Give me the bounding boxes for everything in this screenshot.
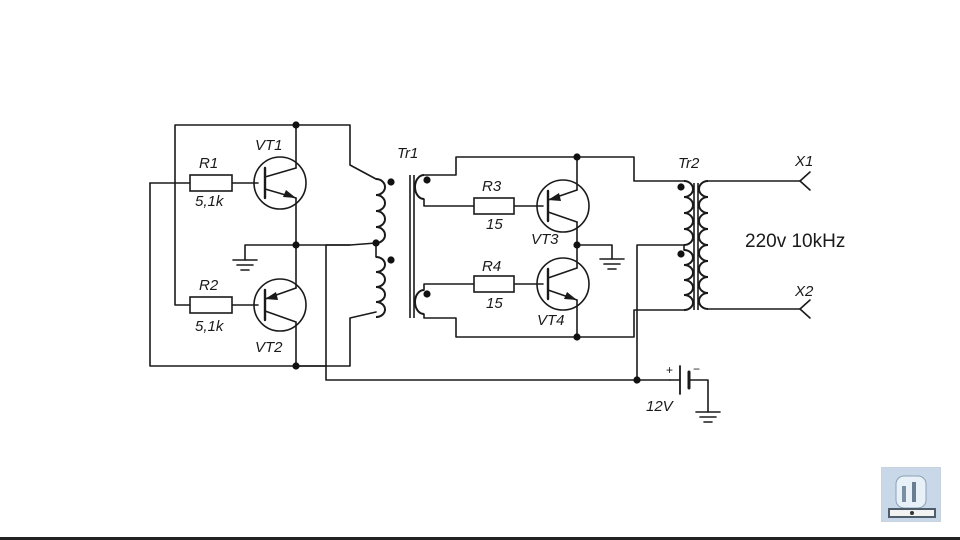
- r4-label: R4: [482, 258, 501, 275]
- x2-label: X2: [794, 283, 814, 300]
- vt4-label: VT4: [537, 312, 565, 329]
- transistor-vt2-icon: [253, 278, 307, 332]
- transformer-tr2-icon: [683, 171, 811, 319]
- battery-minus-label: −: [693, 362, 700, 376]
- output-spec-label: 220v 10kHz: [745, 231, 845, 252]
- transistor-vt1-icon: [253, 156, 307, 210]
- r3-value: 15: [486, 216, 503, 233]
- transistor-vt3-icon: [536, 179, 590, 233]
- tr1-label: Tr1: [397, 145, 418, 162]
- thumbnail-image: [882, 468, 940, 521]
- transformer-tr1-icon: [375, 174, 425, 318]
- vt3-label: VT3: [531, 231, 559, 248]
- bottom-border: [0, 537, 960, 540]
- r2-label: R2: [199, 277, 219, 294]
- battery-plus-label: +: [666, 363, 673, 377]
- left-stage-wiring: [149, 124, 638, 381]
- transistor-vt4-icon: [536, 257, 590, 311]
- battery-voltage-label: 12V: [646, 398, 675, 415]
- resistor-r3: [473, 197, 515, 215]
- resistor-r2: [189, 296, 233, 314]
- resistor-r4: [473, 275, 515, 293]
- ground-mid-icon: [599, 258, 625, 270]
- tr2-label: Tr2: [678, 155, 700, 172]
- vt1-label: VT1: [255, 137, 283, 154]
- lab-equipment-thumbnail-icon[interactable]: [881, 467, 941, 522]
- resistor-r1: [189, 174, 233, 192]
- x1-label: X1: [794, 153, 813, 170]
- r4-value: 15: [486, 295, 503, 312]
- battery-icon: [669, 365, 691, 395]
- ground-battery-icon: [695, 411, 721, 423]
- ground-left-icon: [232, 259, 258, 271]
- vt2-label: VT2: [255, 339, 283, 356]
- r1-label: R1: [199, 155, 218, 172]
- r3-label: R3: [482, 178, 502, 195]
- r1-value: 5,1k: [195, 193, 225, 210]
- r2-value: 5,1k: [195, 318, 225, 335]
- junction-dots: [292, 121, 685, 384]
